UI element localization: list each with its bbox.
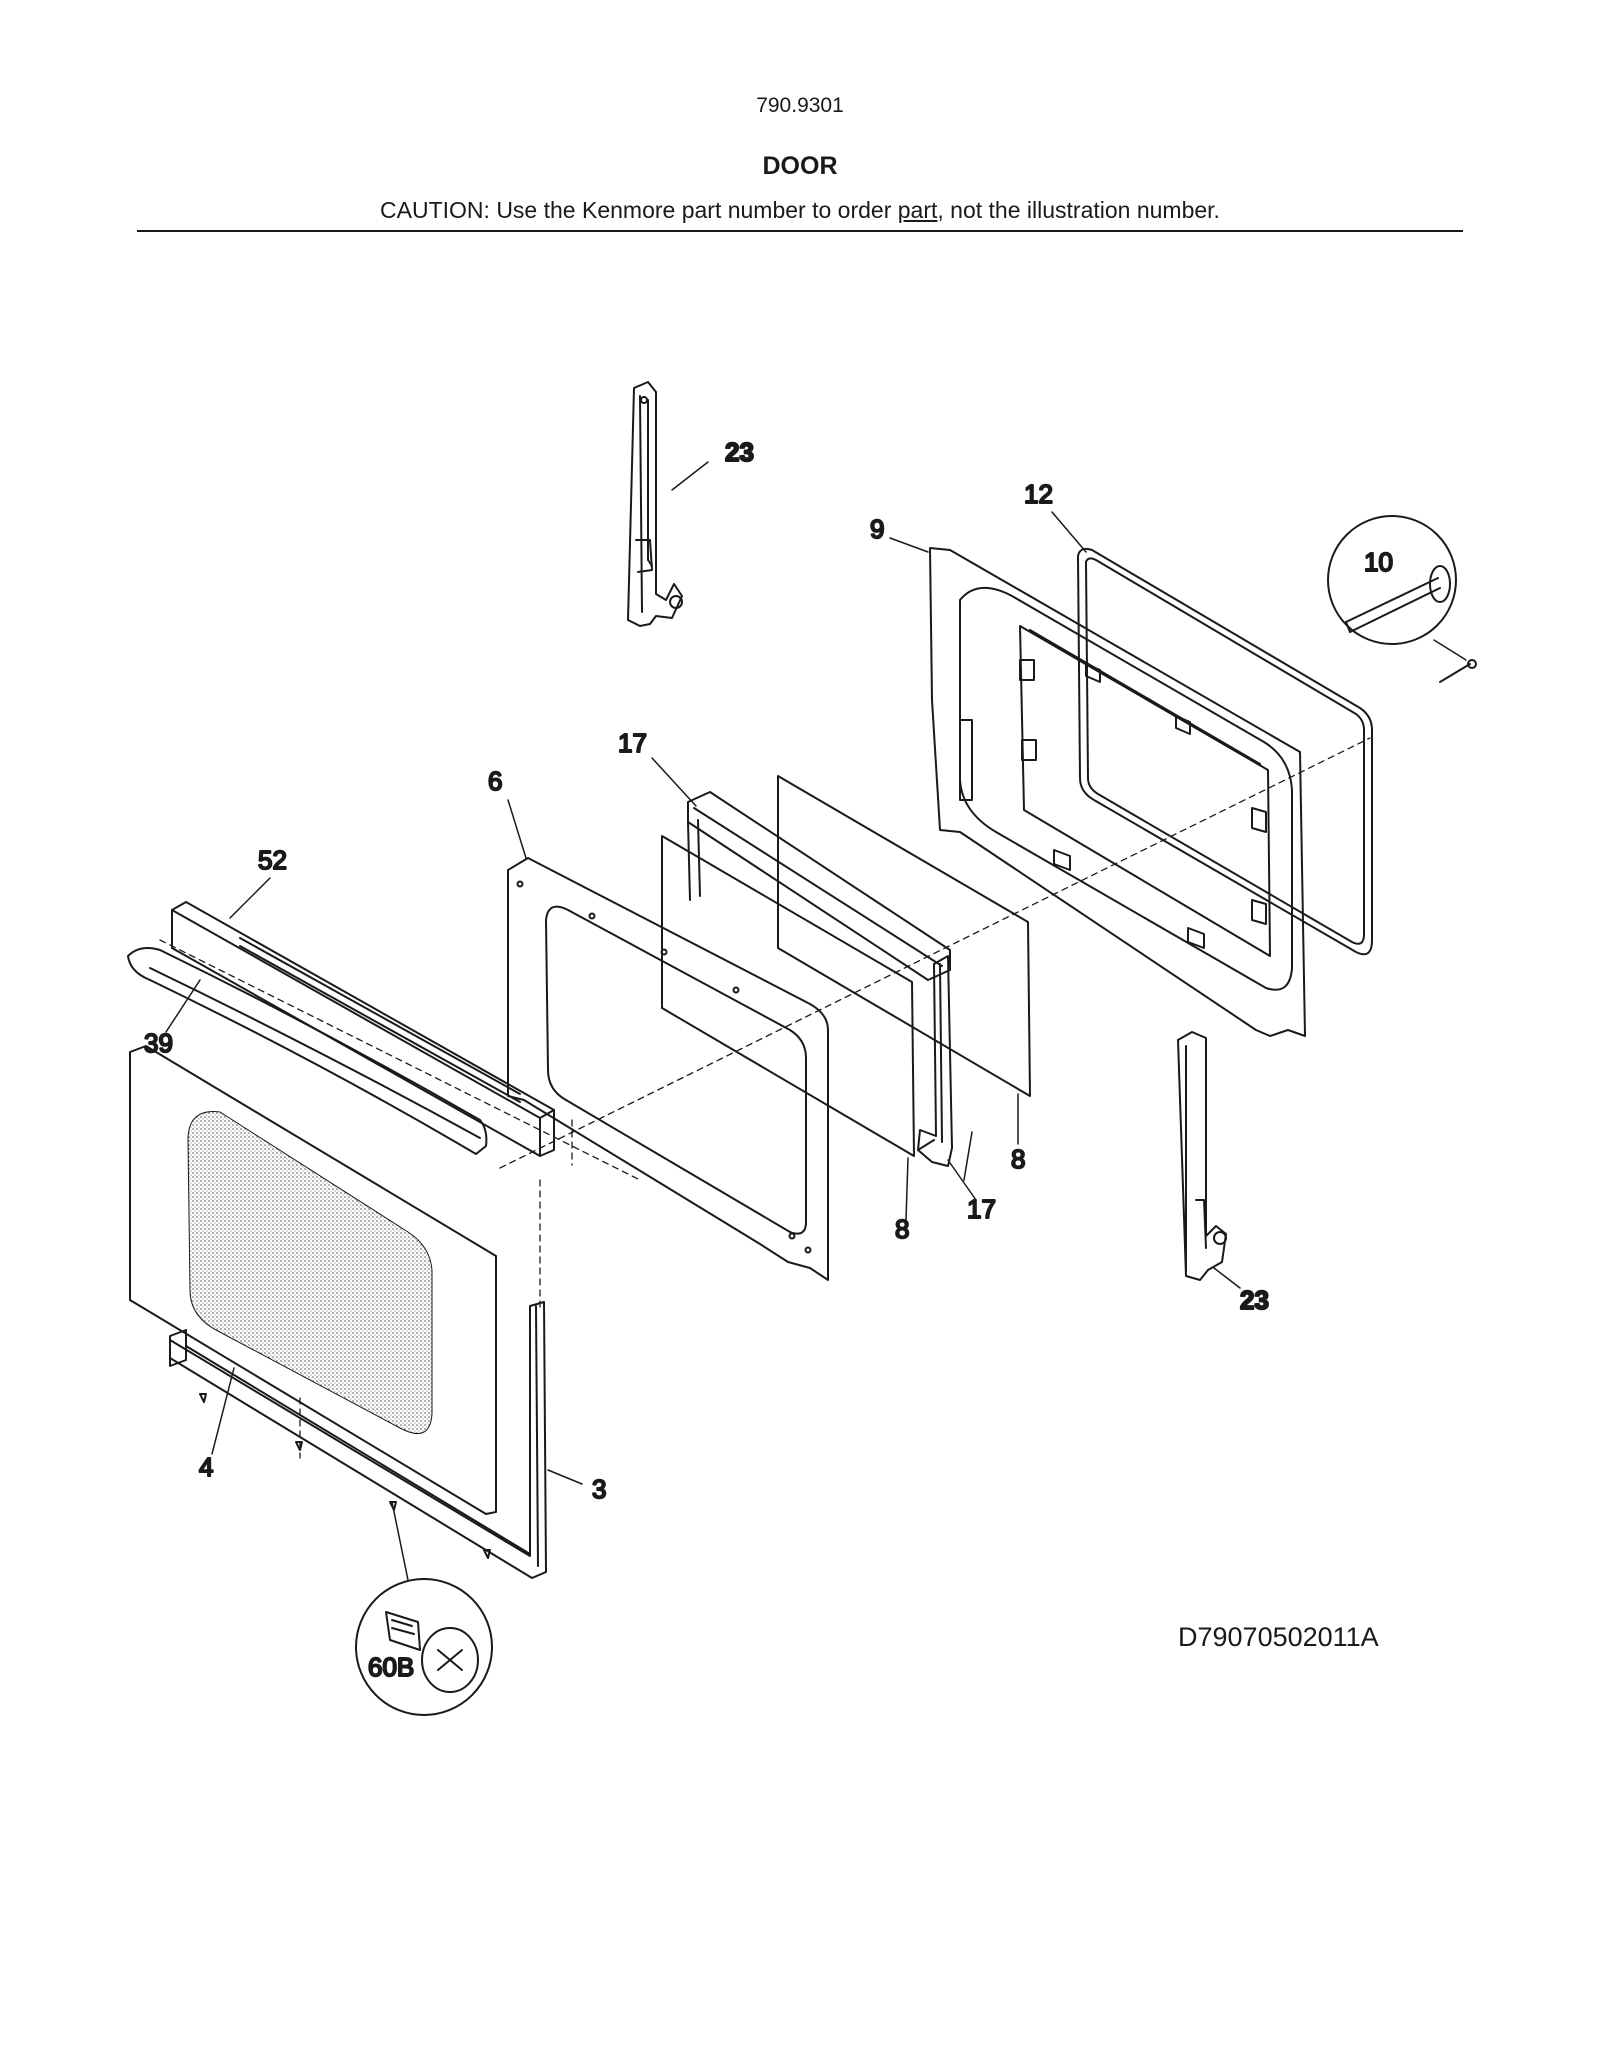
callout-outer-door-bottom-trim: 4 bbox=[199, 1452, 213, 1482]
caution-prefix: CAUTION: Use the Kenmore part number to … bbox=[380, 197, 898, 223]
glass-rear bbox=[777, 775, 1031, 1097]
callout-hinge-bottom: 23 bbox=[1240, 1285, 1269, 1315]
leader-lines bbox=[165, 461, 1241, 1581]
section-title: DOOR bbox=[762, 152, 838, 180]
callout-gasket-clip-detail: 10 bbox=[1364, 547, 1393, 577]
callout-glass-spacer-top: 17 bbox=[618, 728, 647, 758]
gasket bbox=[1077, 547, 1373, 956]
glass-spacer-top bbox=[687, 791, 951, 981]
drawing-id: D79070502011A bbox=[1178, 1622, 1379, 1652]
caution-suffix: , not the illustration number. bbox=[937, 197, 1220, 223]
callout-glass-spacer-bottom: 17 bbox=[967, 1194, 996, 1224]
handle bbox=[127, 947, 488, 1155]
glass-spacer-bottom bbox=[917, 955, 953, 1167]
callout-glass-rear: 8 bbox=[1011, 1144, 1025, 1174]
hinge-top bbox=[627, 381, 683, 627]
gasket-clip-detail bbox=[1327, 515, 1477, 683]
screws bbox=[199, 1393, 491, 1559]
callout-outer-door-side-trim: 3 bbox=[592, 1474, 606, 1504]
outer-door-bottom-trim bbox=[169, 1329, 531, 1555]
inner-door-liner bbox=[929, 547, 1306, 1037]
screw-detail bbox=[355, 1578, 493, 1716]
callout-handle-trim: 52 bbox=[258, 845, 287, 875]
handle-trim bbox=[171, 901, 555, 1157]
callout-gasket: 12 bbox=[1024, 479, 1053, 509]
caution-note: CAUTION: Use the Kenmore part number to … bbox=[0, 197, 1600, 224]
callout-glass-front: 8 bbox=[895, 1214, 909, 1244]
door-frame bbox=[507, 857, 829, 1281]
outer-door-panel bbox=[129, 1045, 497, 1515]
callout-screw-detail: 60B bbox=[368, 1652, 414, 1682]
callout-inner-door-liner: 9 bbox=[870, 514, 884, 544]
header-rule bbox=[137, 230, 1463, 232]
hinge-bottom bbox=[1177, 1031, 1227, 1281]
outer-door-side-trim bbox=[169, 1301, 547, 1579]
model-number: 790.9301 bbox=[756, 94, 844, 117]
callout-handle: 39 bbox=[144, 1028, 173, 1058]
caution-underlined-word: part bbox=[897, 197, 938, 223]
callout-hinge-top: 23 bbox=[725, 437, 754, 467]
callout-door-frame: 6 bbox=[488, 766, 502, 796]
